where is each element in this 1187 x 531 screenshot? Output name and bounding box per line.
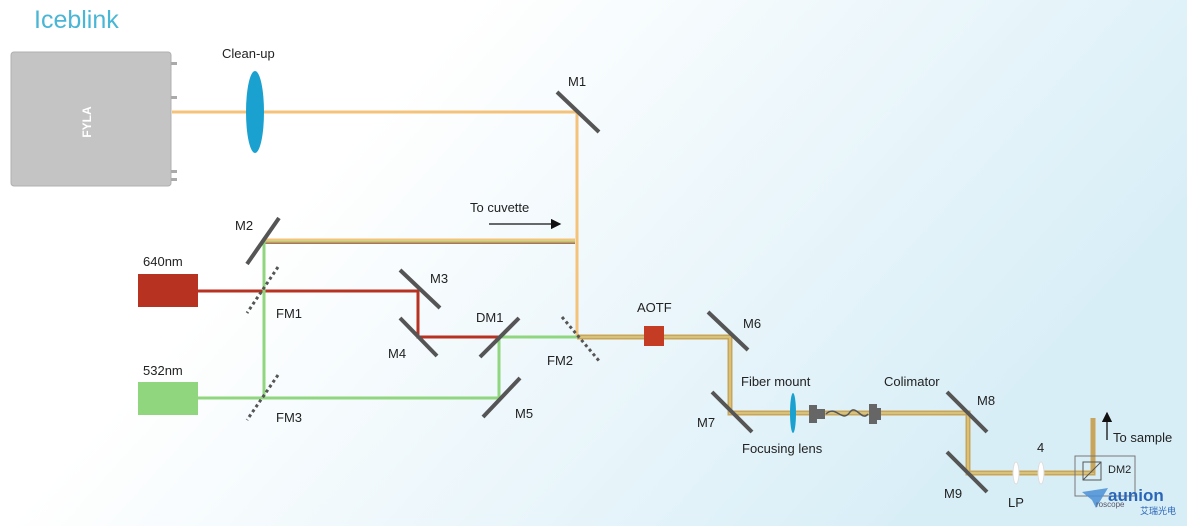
dm2-label: DM2 xyxy=(1108,464,1132,476)
source-label: FYLA xyxy=(80,106,94,138)
fiber-mount xyxy=(809,405,825,423)
lp-label: LP xyxy=(1008,495,1024,510)
mirror-m2 xyxy=(245,216,281,266)
to-sample-label: To sample xyxy=(1113,430,1173,445)
colimator xyxy=(869,404,881,424)
aotf-crystal xyxy=(644,326,664,346)
laser-640-label: 640nm xyxy=(143,254,183,269)
m9-label: M9 xyxy=(944,486,963,501)
fiber-mount-label: Fiber mount xyxy=(741,374,811,389)
cleanup-lens xyxy=(246,71,264,153)
mirror-m4 xyxy=(398,316,439,358)
fm1-label: FM1 xyxy=(276,306,302,321)
lp-filter xyxy=(1012,461,1020,485)
cleanup-label: Clean-up xyxy=(222,46,275,61)
quarter-wave-label: 4 xyxy=(1037,440,1045,455)
laser-532-label: 532nm xyxy=(143,363,183,378)
m3-label: M3 xyxy=(430,271,449,286)
watermark-sub: 艾瑞光电 xyxy=(1140,506,1177,516)
watermark-brand: aunion xyxy=(1108,486,1164,505)
fm2-label: FM2 xyxy=(547,353,573,368)
focusing-lens-label: Focusing lens xyxy=(742,441,823,456)
mirror-m1 xyxy=(555,90,601,134)
to-cuvette-label: To cuvette xyxy=(470,200,530,215)
m2-label: M2 xyxy=(235,218,254,233)
m4-label: M4 xyxy=(388,346,407,361)
laser-532nm xyxy=(138,382,198,415)
m7-label: M7 xyxy=(697,415,716,430)
focusing-lens xyxy=(790,393,796,433)
red-beam xyxy=(198,289,500,339)
flip-mirrors xyxy=(245,266,602,421)
dm2-box xyxy=(1074,455,1136,497)
m5-label: M5 xyxy=(515,406,534,421)
watermark-plane-icon xyxy=(1082,488,1108,508)
mirror-m7 xyxy=(710,390,754,434)
mirror-m8 xyxy=(945,390,989,434)
flip-mirror-fm2 xyxy=(560,316,602,363)
mirror-m5 xyxy=(481,376,522,419)
aotf-label: AOTF xyxy=(637,300,672,315)
m1-label: M1 xyxy=(568,74,587,89)
watermark-sub2: roscope xyxy=(1096,500,1125,509)
m6-label: M6 xyxy=(743,316,762,331)
mirror-m9 xyxy=(945,450,989,494)
quarter-wave-plate xyxy=(1037,461,1045,485)
mirrors xyxy=(245,90,989,494)
optical-fiber xyxy=(825,409,869,417)
diagram-title: Iceblink xyxy=(34,6,119,34)
m8-label: M8 xyxy=(977,393,996,408)
mirror-m6 xyxy=(706,310,750,352)
dm1-label: DM1 xyxy=(476,310,504,325)
fyla-source-box: FYLA xyxy=(10,51,177,187)
fm3-label: FM3 xyxy=(276,410,302,425)
colimator-label: Colimator xyxy=(884,374,940,389)
dichroic-dm1 xyxy=(478,316,521,359)
laser-640nm xyxy=(138,274,198,307)
mirror-m3 xyxy=(398,268,442,310)
